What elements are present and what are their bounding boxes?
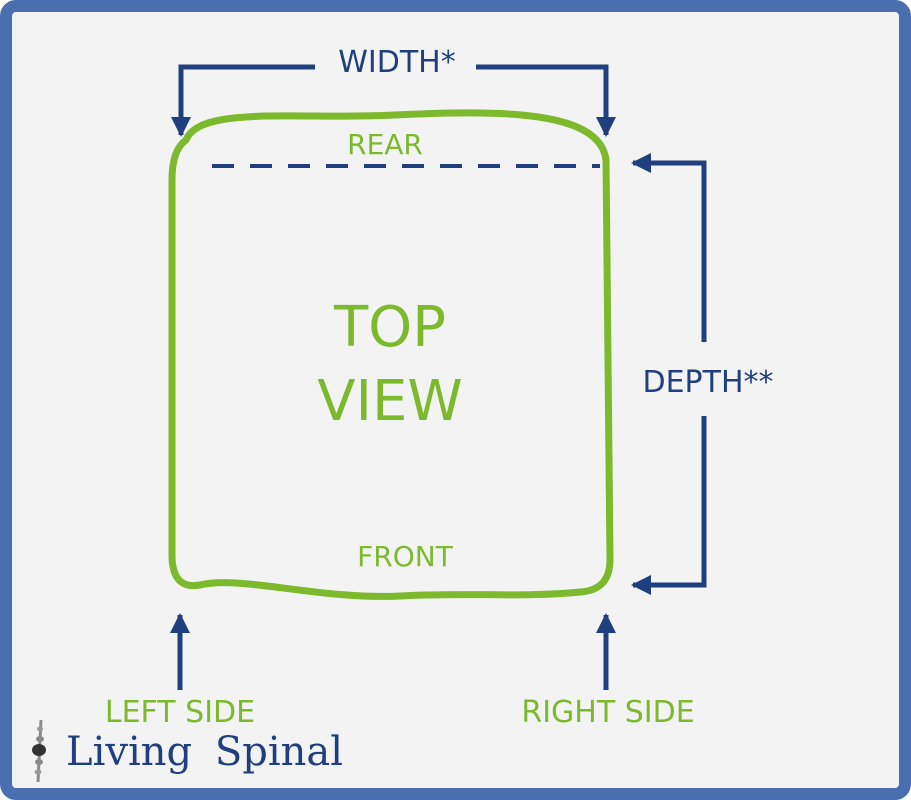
width-label: WIDTH* xyxy=(338,45,456,80)
spine-icon xyxy=(32,719,46,783)
top-view-line2: VIEW xyxy=(317,369,463,434)
left-side-label: LEFT SIDE xyxy=(105,695,255,730)
seat-outline xyxy=(168,109,614,600)
brand-name-part2: Spinal xyxy=(215,729,343,775)
brand-name: Living Spinal xyxy=(66,729,343,775)
brand-name-part1: Living xyxy=(66,729,192,775)
depth-arrow xyxy=(631,153,707,595)
width-arrow xyxy=(171,64,616,137)
top-view-line1: TOP xyxy=(333,295,446,360)
rear-label: REAR xyxy=(347,128,423,161)
front-label: FRONT xyxy=(357,540,454,573)
depth-label: DEPTH** xyxy=(642,365,773,400)
right-side-label: RIGHT SIDE xyxy=(521,695,694,730)
